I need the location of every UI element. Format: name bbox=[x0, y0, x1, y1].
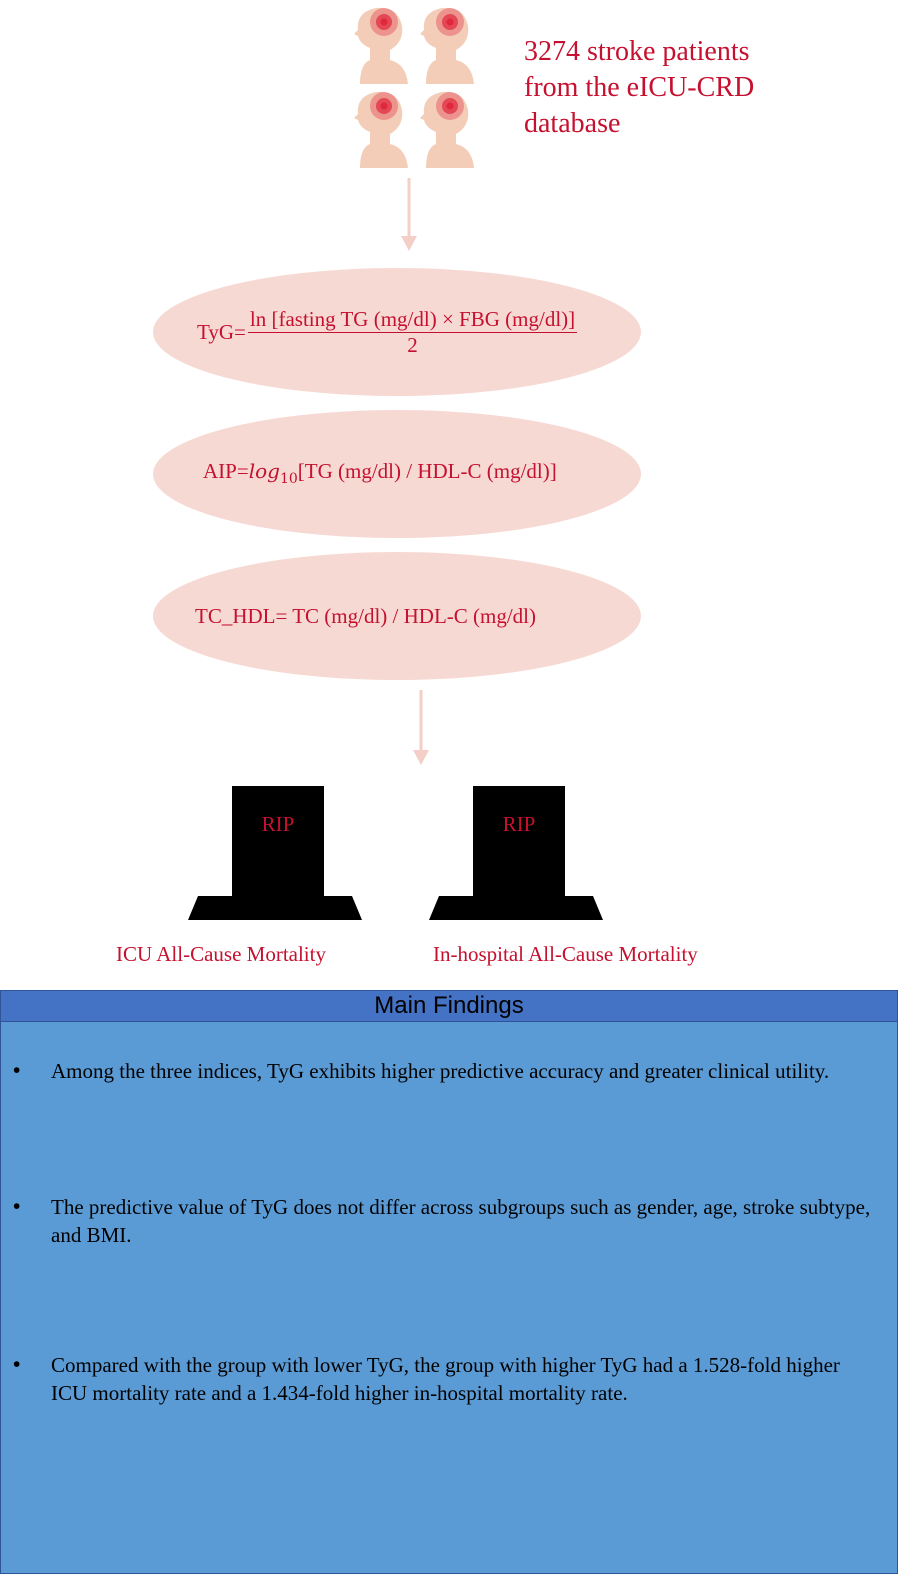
tc-hdl-formula: TC_HDL= TC (mg/dl) / HDL-C (mg/dl) bbox=[195, 604, 537, 628]
tyg-denominator: 2 bbox=[407, 333, 418, 357]
tombstone-stone bbox=[473, 786, 565, 898]
aip-log-base: 10 bbox=[279, 471, 298, 488]
down-arrow-icon bbox=[401, 178, 417, 251]
bullet-icon: • bbox=[13, 1195, 21, 1218]
aip-rest: [TG (mg/dl) / HDL-C (mg/dl)] bbox=[297, 459, 557, 483]
down-arrow-icon bbox=[413, 690, 429, 765]
bullet-icon: • bbox=[13, 1353, 21, 1376]
cohort-line: from the eICU-CRD bbox=[524, 72, 755, 103]
tyg-lhs: TyG= bbox=[197, 319, 246, 344]
stroke-head-icon bbox=[354, 7, 408, 84]
bullet-icon: • bbox=[13, 1059, 21, 1082]
cohort-line: database bbox=[524, 108, 621, 139]
stroke-patients-illustration bbox=[340, 0, 480, 170]
tyg-formula-ellipse: TyG= ln [fasting TG (mg/dl) × FBG (mg/dl… bbox=[153, 268, 641, 396]
finding-text: Among the three indices, TyG exhibits hi… bbox=[51, 1059, 830, 1083]
tombstone-icon: RIP bbox=[429, 786, 603, 920]
cohort-description: 3274 stroke patients from the eICU-CRD d… bbox=[524, 34, 864, 142]
cohort-line: 3274 stroke patients bbox=[524, 36, 750, 67]
tombstone-icon: RIP bbox=[188, 786, 362, 920]
rip-label: RIP bbox=[502, 812, 536, 836]
tombstone-stone bbox=[232, 786, 324, 898]
stroke-head-icon bbox=[354, 91, 408, 168]
stroke-head-icon bbox=[420, 7, 474, 84]
tombstone-base bbox=[188, 896, 362, 920]
tc-hdl-formula-ellipse: TC_HDL= TC (mg/dl) / HDL-C (mg/dl) bbox=[153, 552, 641, 680]
main-findings-panel: Main Findings • Among the three indices,… bbox=[0, 990, 898, 1574]
main-findings-title: Main Findings bbox=[1, 991, 897, 1022]
tyg-numerator: ln [fasting TG (mg/dl) × FBG (mg/dl)] bbox=[247, 307, 578, 333]
stroke-head-icon bbox=[420, 91, 474, 168]
tombstone-base bbox=[429, 896, 603, 920]
aip-formula-ellipse: AIP=log10[TG (mg/dl) / HDL-C (mg/dl)] bbox=[153, 410, 641, 538]
tyg-formula: TyG= ln [fasting TG (mg/dl) × FBG (mg/dl… bbox=[197, 307, 578, 357]
finding-text: The predictive value of TyG does not dif… bbox=[51, 1195, 871, 1247]
aip-prefix: AIP= bbox=[203, 459, 249, 483]
aip-formula: AIP=log10[TG (mg/dl) / HDL-C (mg/dl)] bbox=[203, 459, 557, 487]
rip-label: RIP bbox=[261, 812, 295, 836]
finding-text: Compared with the group with lower TyG, … bbox=[51, 1353, 840, 1405]
icu-mortality-label: ICU All-Cause Mortality bbox=[116, 942, 326, 966]
aip-log: log bbox=[248, 459, 280, 483]
in-hospital-mortality-label: In-hospital All-Cause Mortality bbox=[433, 942, 698, 966]
tyg-fraction: ln [fasting TG (mg/dl) × FBG (mg/dl)] 2 bbox=[247, 307, 578, 357]
